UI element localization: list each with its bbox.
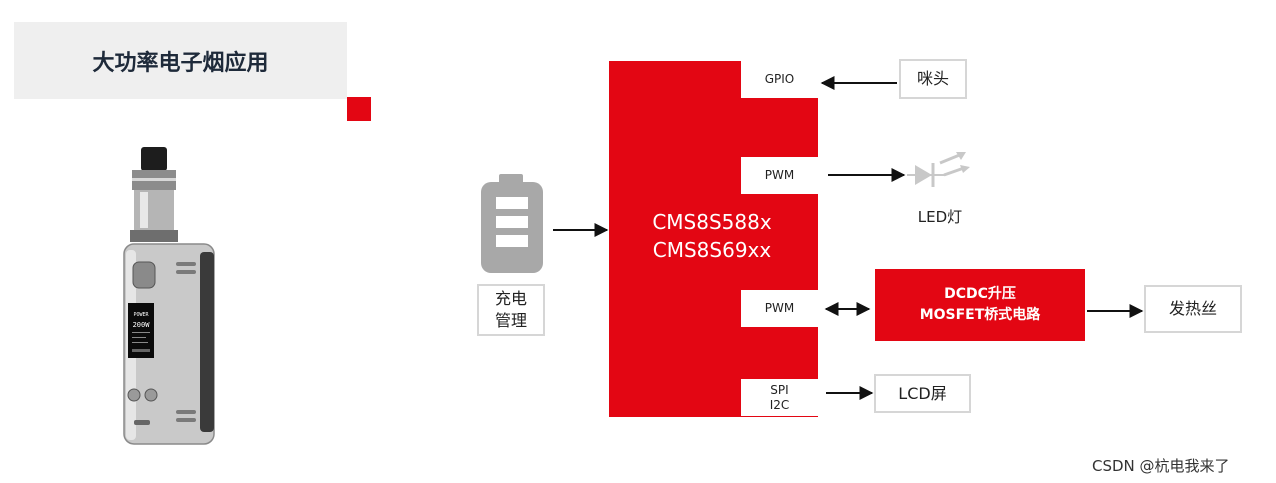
mcu-model-1: CMS8S588x xyxy=(652,210,772,234)
drip-tip xyxy=(141,147,167,171)
device-screen xyxy=(128,303,154,358)
led-label: LED灯 xyxy=(917,208,963,226)
device-screen-label: POWER xyxy=(133,312,149,318)
battery-icon xyxy=(481,174,543,273)
led-diode-icon xyxy=(907,152,970,187)
fire-button xyxy=(132,261,156,289)
charge-box: 充电 管理 xyxy=(477,284,545,336)
device-screen-value: 200W xyxy=(133,321,151,329)
driver-label-2: MOSFET桥式电路 xyxy=(919,307,1041,323)
mcu-name: CMS8S588x CMS8S69xx xyxy=(612,208,812,264)
mcu-block xyxy=(609,61,818,417)
heater-box: 发热丝 xyxy=(1144,285,1242,333)
pin-i2c-label: I2C xyxy=(769,397,790,412)
usb-port xyxy=(134,420,150,425)
watermark: CSDN @杭电我来了 xyxy=(1092,457,1230,475)
pin-spi-i2c: SPI I2C xyxy=(741,379,818,416)
pin-pwm-led: PWM xyxy=(741,157,818,194)
adjust-button-down xyxy=(144,388,158,402)
pin-gpio: GPIO xyxy=(741,61,818,98)
pin-spi-label: SPI xyxy=(770,382,789,397)
mcu-model-2: CMS8S69xx xyxy=(652,238,772,262)
driver-block: DCDC升压 MOSFET桥式电路 xyxy=(875,269,1085,341)
pin-pwm-driver: PWM xyxy=(741,290,818,327)
driver-label-1: DCDC升压 xyxy=(944,286,1016,302)
accent-square xyxy=(347,97,371,121)
tank-base xyxy=(130,230,178,242)
adjust-button-up xyxy=(127,388,141,402)
lcd-box: LCD屏 xyxy=(874,374,971,413)
page-title: 大功率电子烟应用 xyxy=(14,22,347,99)
mic-box: 咪头 xyxy=(899,59,967,99)
charge-label-2: 管理 xyxy=(494,311,527,330)
charge-label-1: 充电 xyxy=(494,289,527,308)
